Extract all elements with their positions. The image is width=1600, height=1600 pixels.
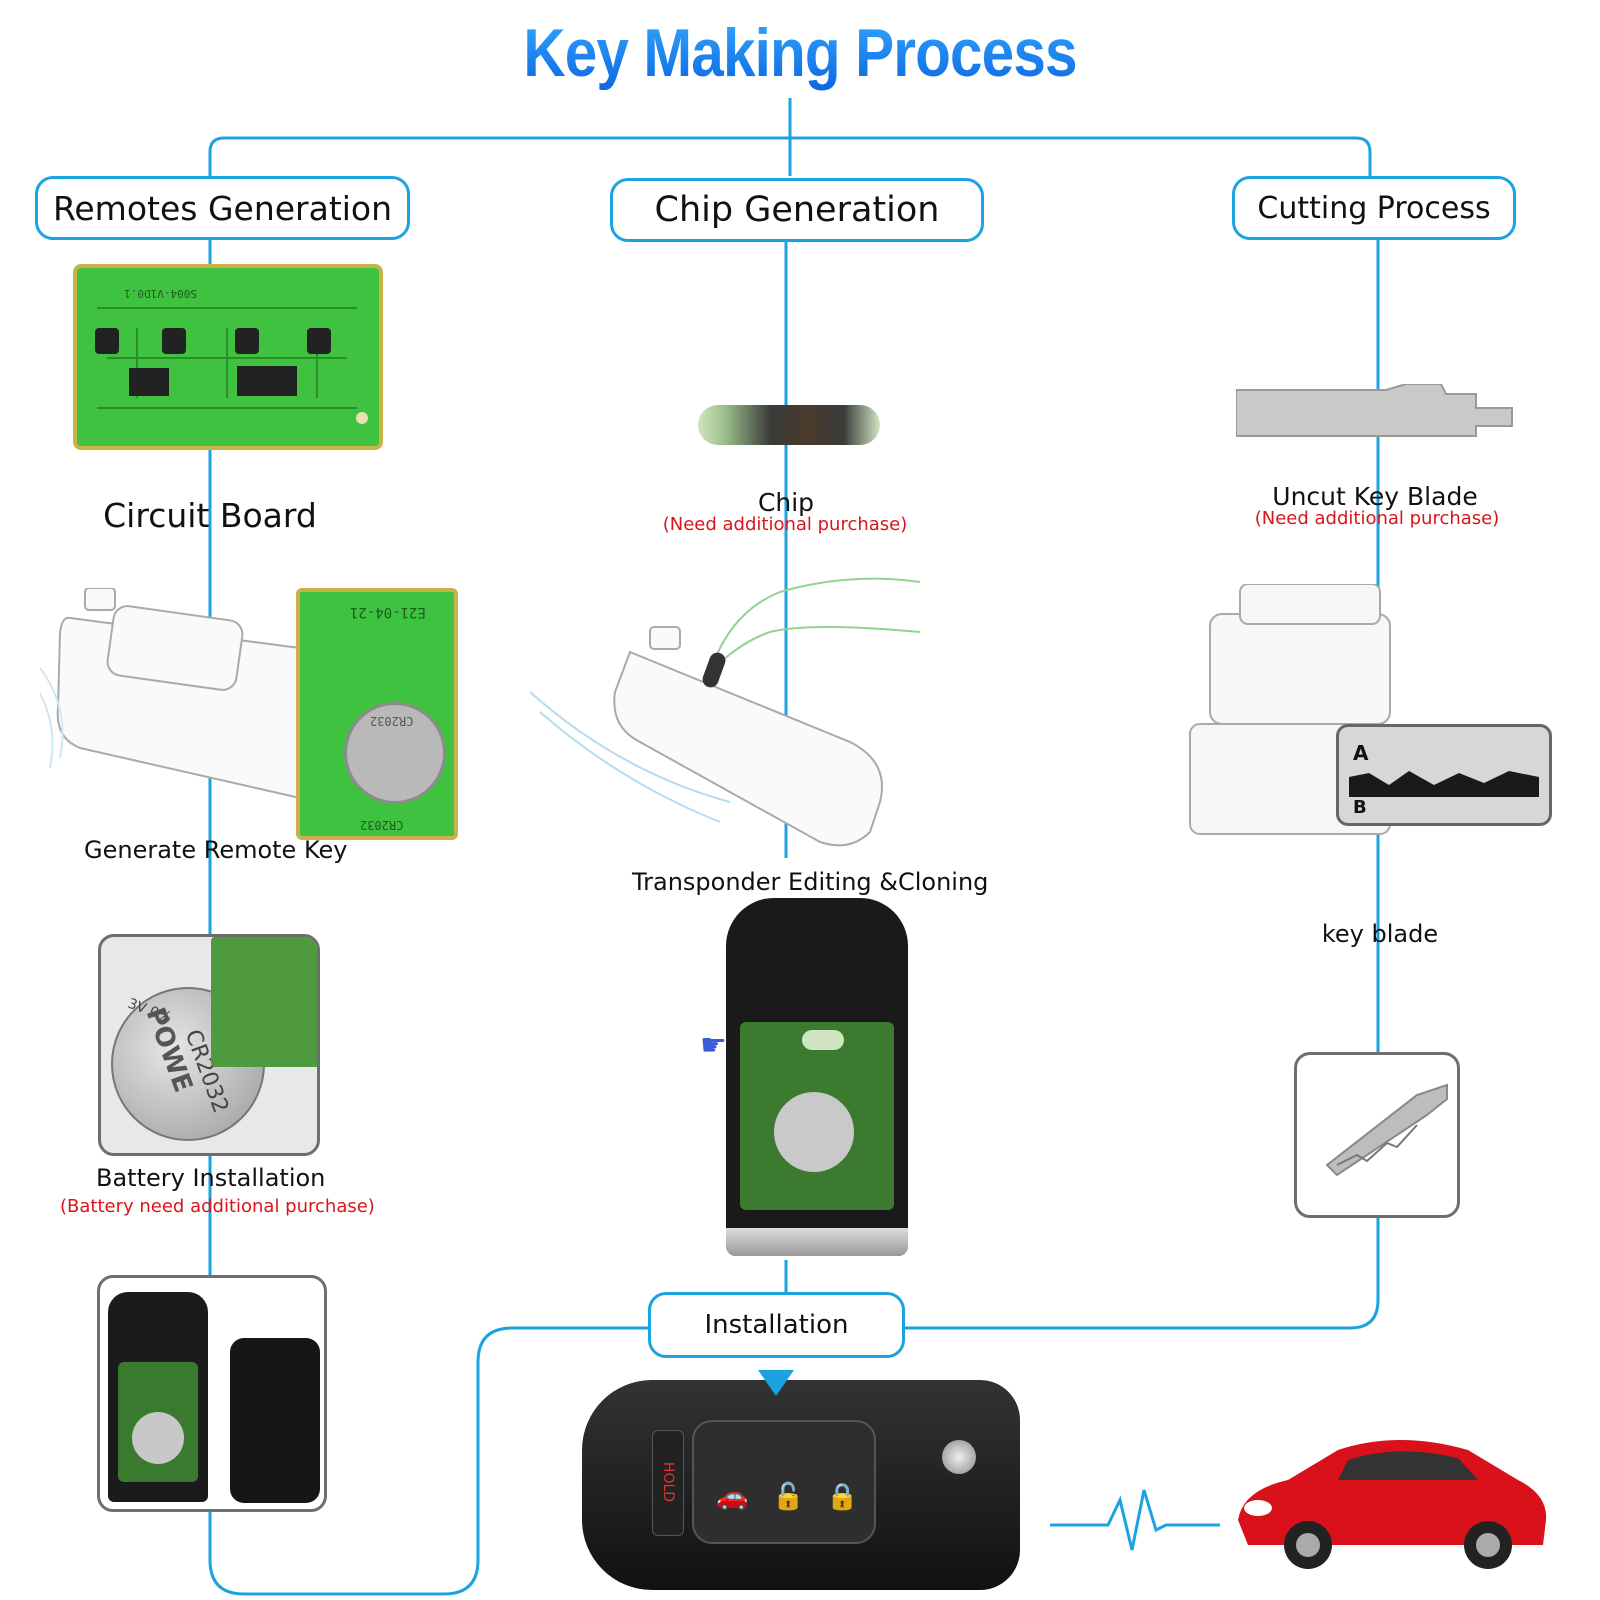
key-shell-cover — [230, 1338, 320, 1503]
key-tool-chip-icon — [529, 577, 921, 847]
cut-key-blade-icon — [1325, 1083, 1448, 1177]
installed-chip — [802, 1030, 844, 1050]
pcb-battery-text: CR2032 — [360, 818, 404, 832]
lock-icon: 🔒 — [826, 1482, 859, 1512]
installation-box: Installation — [648, 1292, 905, 1358]
remotes-generation-header: Remotes Generation — [35, 176, 410, 240]
cutting-machine-image: A B — [1180, 583, 1570, 874]
open-key-shell — [108, 1292, 208, 1502]
cut-key-blade-image — [1294, 1052, 1460, 1218]
battery-installation-image: 3V 0% POWE CR2032 — [98, 934, 320, 1156]
blade-profile-icon — [1349, 771, 1539, 797]
uncut-blade-label: Uncut Key Blade — [1272, 482, 1478, 511]
blade-profile-panel: A B — [1336, 724, 1552, 826]
key-button-panel: HOLD 🚗 🔓 🔒 — [652, 1420, 876, 1544]
blade-purchase-note: (Need additional purchase) — [1254, 508, 1500, 529]
chip-icon — [698, 405, 880, 445]
page-title: Key Making Process — [112, 14, 1488, 92]
holder-battery-text: CR2032 — [370, 714, 414, 728]
flip-release-button — [942, 1440, 976, 1474]
remote-pcb: E21-04-21 CR2032 CR2032 — [296, 588, 458, 840]
key-pcb — [740, 1022, 894, 1210]
battery-holder — [344, 702, 446, 804]
car-icon — [1238, 1440, 1547, 1569]
generate-remote-image: E21-04-21 CR2032 CR2032 — [29, 587, 480, 848]
finished-flip-key: HOLD 🚗 🔓 🔒 — [582, 1370, 1020, 1590]
pointing-hand-icon: ☛ — [700, 1028, 727, 1063]
generate-remote-key-label: Generate Remote Key — [84, 836, 348, 864]
key-tool-icon — [29, 587, 352, 800]
mark-b: B — [1353, 797, 1367, 818]
circuit-board-label: Circuit Board — [103, 496, 317, 535]
battery-purchase-note: (Battery need additional purchase) — [60, 1196, 375, 1217]
pcb-code: S004-V1D0.1 — [124, 287, 197, 300]
chip-generation-header: Chip Generation — [610, 178, 984, 242]
hold-button-label: HOLD — [660, 1461, 677, 1503]
circuit-board-image: S004-V1D0.1 — [73, 264, 383, 450]
battery-installation-label: Battery Installation — [96, 1164, 326, 1192]
key-housing-image — [97, 1275, 327, 1512]
transponder-editing-label: Transponder Editing &Cloning — [632, 868, 989, 896]
trunk-icon: 🚗 — [716, 1482, 749, 1512]
key-blade-label: key blade — [1321, 920, 1439, 948]
uncut-blade-image — [1235, 383, 1513, 437]
arrow-down-icon — [758, 1370, 794, 1396]
flip-key-open — [726, 898, 908, 1256]
cutting-process-header: Cutting Process — [1232, 176, 1516, 240]
coin-battery — [774, 1092, 854, 1172]
chip-purchase-note: (Need additional purchase) — [662, 514, 908, 535]
heartbeat-icon — [1050, 1489, 1220, 1551]
pcb-date-text: E21-04-21 — [350, 604, 426, 620]
uncut-blade-icon — [1235, 383, 1513, 437]
transponder-cloning-image — [529, 572, 960, 852]
circuit-board-icon: S004-V1D0.1 — [95, 287, 368, 424]
unlock-icon: 🔓 — [772, 1482, 805, 1512]
chip-label: Chip — [757, 488, 815, 517]
mark-a: A — [1353, 741, 1369, 765]
